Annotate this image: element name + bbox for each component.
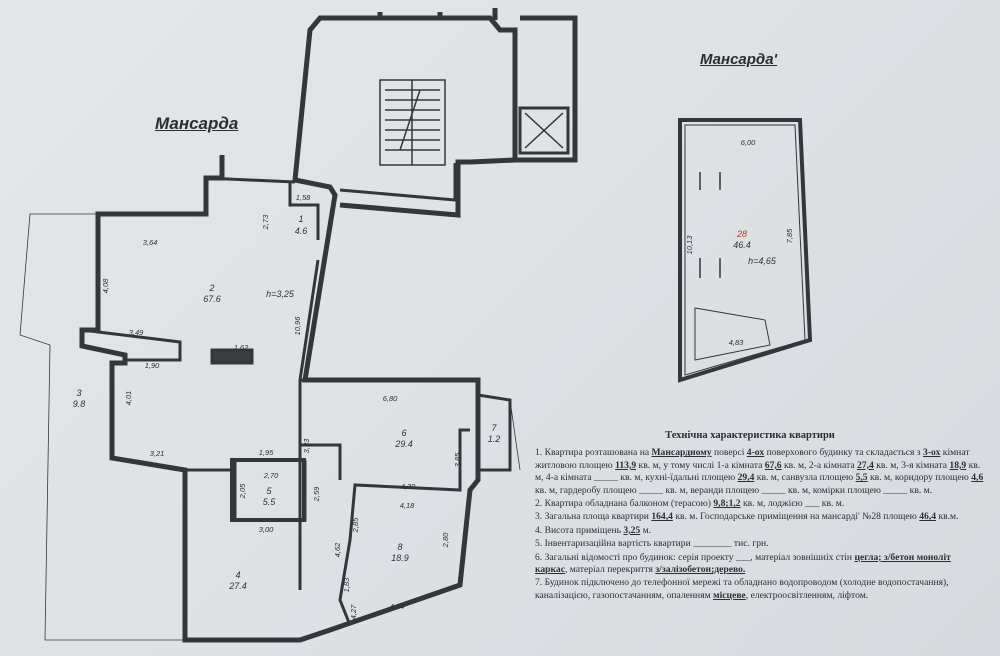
dim: 4,08 xyxy=(101,278,110,293)
attic-dim: 7,85 xyxy=(785,228,794,243)
room-2-number: 2 xyxy=(208,283,214,293)
plan-title-attic: Мансарда' xyxy=(700,51,778,68)
attic-dim: 4,83 xyxy=(729,338,744,347)
attic-beam-marks xyxy=(699,172,721,278)
spec-heading: Технічна характеристика квартири xyxy=(665,430,835,441)
attic-room-height: h=4,65 xyxy=(748,256,777,266)
plan-title-main: Мансарда xyxy=(155,114,239,133)
dim: 4,27 xyxy=(349,604,358,619)
attic-inner xyxy=(684,124,806,376)
column xyxy=(210,348,254,365)
dim: 4,62 xyxy=(333,542,342,557)
room-2-area: 67.6 xyxy=(203,294,221,304)
dim: 3,64 xyxy=(143,238,158,247)
dim: 2,73 xyxy=(261,214,270,230)
dim: 3,49 xyxy=(129,328,144,337)
room-6-area: 29.4 xyxy=(394,439,413,449)
ceiling-height: h=3,25 xyxy=(266,289,295,299)
room-6-number: 6 xyxy=(401,428,406,438)
room-3-area: 9.8 xyxy=(73,399,86,409)
spec-item-2: 2. Квартира обладнана балконом (терасою)… xyxy=(535,498,845,510)
dim: 2,05 xyxy=(238,483,247,499)
dim: 1,83 xyxy=(342,577,351,592)
room-3-number: 3 xyxy=(76,388,81,398)
dim: 2,70 xyxy=(263,471,279,480)
dim: 4,30 xyxy=(401,482,416,491)
room-5-number: 5 xyxy=(266,486,272,496)
room-7-area: 1.2 xyxy=(488,434,501,444)
room-1-number: 1 xyxy=(298,214,303,224)
spec-item-4: 4. Висота приміщень 3,25 м. xyxy=(535,524,652,536)
room-5-area: 5.5 xyxy=(263,497,277,507)
dim: 4,04 xyxy=(390,602,405,611)
dim: 2,59 xyxy=(312,486,321,502)
attic-room-number: 28 xyxy=(736,229,747,239)
dim: 6,80 xyxy=(383,394,398,403)
room-5-bath xyxy=(230,458,306,522)
room-4-area: 27.4 xyxy=(228,581,247,591)
elevator-shaft xyxy=(518,106,570,155)
dim: 1,62 xyxy=(234,343,249,352)
dim: 1,90 xyxy=(145,361,160,370)
dim: 4,01 xyxy=(124,391,133,406)
staircase xyxy=(379,79,446,166)
dim: 1,58 xyxy=(296,193,311,202)
dim: 3,21 xyxy=(150,449,165,458)
dim: 2,80 xyxy=(441,532,450,548)
terrace-outline xyxy=(19,213,521,641)
room-8-area: 18.9 xyxy=(391,553,409,563)
spec-item-1: 1. Квартира розташована на Мансардному п… xyxy=(535,447,984,496)
attic-wall xyxy=(678,118,813,383)
dim: 3,00 xyxy=(259,525,274,534)
dim: 2,85 xyxy=(351,517,360,533)
attic-dim: 10,13 xyxy=(685,235,694,255)
attic-room-area: 46.4 xyxy=(733,240,751,250)
dim: 10,96 xyxy=(293,316,302,336)
dim: 3,85 xyxy=(453,452,462,467)
dim: 4,18 xyxy=(400,501,415,510)
room-4-number: 4 xyxy=(235,570,240,580)
outer-wall-stair xyxy=(377,8,578,163)
spec-item-7: 7. Будинок підключено до телефонної мере… xyxy=(535,577,949,601)
elevator-x xyxy=(524,112,564,149)
stair-block xyxy=(339,163,457,202)
attic-dim: 6,00 xyxy=(741,138,756,147)
spec-item-5: 5. Інвентаризаційна вартість квартири __… xyxy=(535,538,769,550)
room-7-number: 7 xyxy=(491,423,497,433)
room-8-number: 8 xyxy=(397,542,402,552)
spec-item-3: 3. Загальна площа квартири 164,4 кв. м. … xyxy=(535,511,959,523)
dim: 1,95 xyxy=(259,448,274,457)
spec-item-6: 6. Загальні відомості про будинок: серія… xyxy=(535,551,951,576)
technical-characteristics: Технічна характеристика квартири 1. Квар… xyxy=(535,430,985,603)
dim: 3,33 xyxy=(302,438,311,453)
room-1-area: 4.6 xyxy=(295,226,308,236)
